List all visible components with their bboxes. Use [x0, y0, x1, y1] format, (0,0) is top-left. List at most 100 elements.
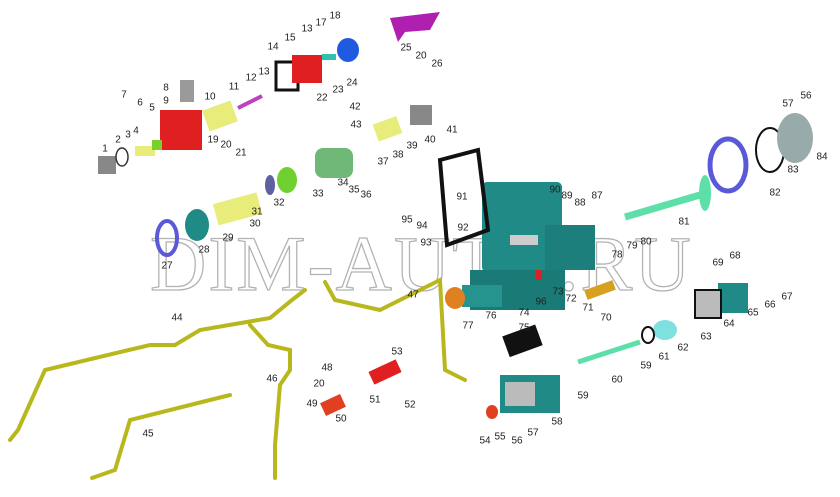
pump-housing: [462, 182, 595, 310]
callout-label: 30: [249, 218, 261, 230]
callout-label: 77: [462, 320, 474, 332]
callout-label: 41: [446, 124, 458, 136]
callout-label: 43: [350, 119, 362, 131]
callout-label: 7: [121, 89, 127, 101]
callout-label: 38: [392, 149, 404, 161]
callout-label: 55: [494, 431, 506, 443]
callout-label: 2: [115, 134, 121, 146]
callout-label: 23: [332, 84, 344, 96]
cap-18: [337, 38, 359, 62]
callout-label: 40: [424, 134, 436, 146]
ring-82: [707, 136, 749, 194]
callout-label: 24: [346, 77, 358, 89]
callout-label: 59: [577, 390, 589, 402]
callout-label: 13: [301, 23, 313, 35]
callout-label: 25: [400, 42, 412, 54]
callout-label: 66: [764, 299, 776, 311]
part-49: [320, 394, 346, 416]
tube-45: [90, 393, 232, 480]
callout-label: 92: [457, 222, 469, 234]
callout-label: 65: [747, 307, 759, 319]
cap-1: [98, 156, 116, 174]
callout-label: 12: [245, 72, 257, 84]
callout-label: 50: [335, 413, 347, 425]
callout-label: 58: [551, 416, 563, 428]
callout-label: 94: [416, 220, 428, 232]
callout-label: 28: [198, 244, 210, 256]
callout-label: 74: [518, 307, 530, 319]
tube-46: [248, 323, 292, 480]
callout-label: 44: [171, 312, 183, 324]
callout-label: 56: [511, 435, 523, 447]
spring-38: [372, 116, 403, 142]
callout-label: 78: [611, 249, 623, 261]
callout-label: 51: [369, 394, 381, 406]
cover-84: [777, 113, 813, 163]
callout-label: 32: [273, 197, 285, 209]
callout-label: 56: [800, 90, 812, 102]
callout-label: 90: [549, 184, 561, 196]
tube-47: [323, 276, 467, 382]
callout-label: 47: [407, 289, 419, 301]
callout-label: 20: [415, 50, 427, 62]
callout-label: 3: [125, 129, 131, 141]
callout-label: 48: [321, 362, 333, 374]
callout-label: 36: [360, 189, 372, 201]
callout-label: 37: [377, 156, 389, 168]
callout-label: 79: [626, 240, 638, 252]
callout-label: 54: [479, 435, 491, 447]
fuel-tubes: [8, 276, 467, 480]
housing-34: [315, 148, 353, 178]
callout-label: 8: [163, 82, 169, 94]
callout-label: 15: [284, 32, 296, 44]
plate-72: [584, 280, 616, 300]
cover-64: [694, 289, 722, 319]
callout-label: 22: [316, 92, 328, 104]
callout-label: 35: [348, 184, 360, 196]
callout-label: 20: [313, 378, 325, 390]
callout-label: 52: [404, 399, 416, 411]
callout-label: 31: [251, 206, 263, 218]
callout-label: 69: [712, 257, 724, 269]
callout-label: 17: [315, 17, 327, 29]
callout-label: 34: [337, 177, 349, 189]
sleeve-62: [653, 320, 677, 340]
callout-label: 14: [267, 41, 279, 53]
pin-11: [237, 94, 263, 110]
callout-label: 82: [769, 187, 781, 199]
callout-label: 89: [561, 190, 573, 202]
callout-label: 87: [591, 190, 603, 202]
spring-30: [212, 192, 263, 226]
cover-65: [718, 283, 748, 313]
callout-label: 33: [312, 188, 324, 200]
callout-label: 9: [163, 95, 169, 107]
callout-label: 64: [723, 318, 735, 330]
callout-label: 75: [518, 322, 530, 334]
callout-label: 59: [640, 360, 652, 372]
callout-label: 88: [574, 197, 586, 209]
gasket-91: [437, 147, 491, 248]
plug-8: [180, 80, 194, 102]
cover-28: [185, 209, 209, 241]
callout-label: 68: [729, 250, 741, 262]
housing-15: [292, 55, 322, 83]
callout-label: 11: [228, 81, 240, 93]
callout-label: 70: [600, 312, 612, 324]
diaphragm-32: [277, 167, 297, 193]
shaft-81: [624, 191, 701, 221]
callout-label: 39: [406, 140, 418, 152]
callout-label: 72: [565, 293, 577, 305]
callout-label: 4: [133, 125, 139, 137]
callout-label: 67: [781, 291, 793, 303]
callout-label: 83: [787, 164, 799, 176]
callout-label: 96: [535, 296, 547, 308]
callout-label: 46: [266, 373, 278, 385]
plug-77: [445, 287, 465, 309]
callout-label: 57: [527, 427, 539, 439]
callout-label: 76: [485, 310, 497, 322]
callout-label: 84: [816, 151, 828, 163]
callout-label: 27: [161, 260, 173, 272]
bracket-25: [390, 12, 440, 42]
